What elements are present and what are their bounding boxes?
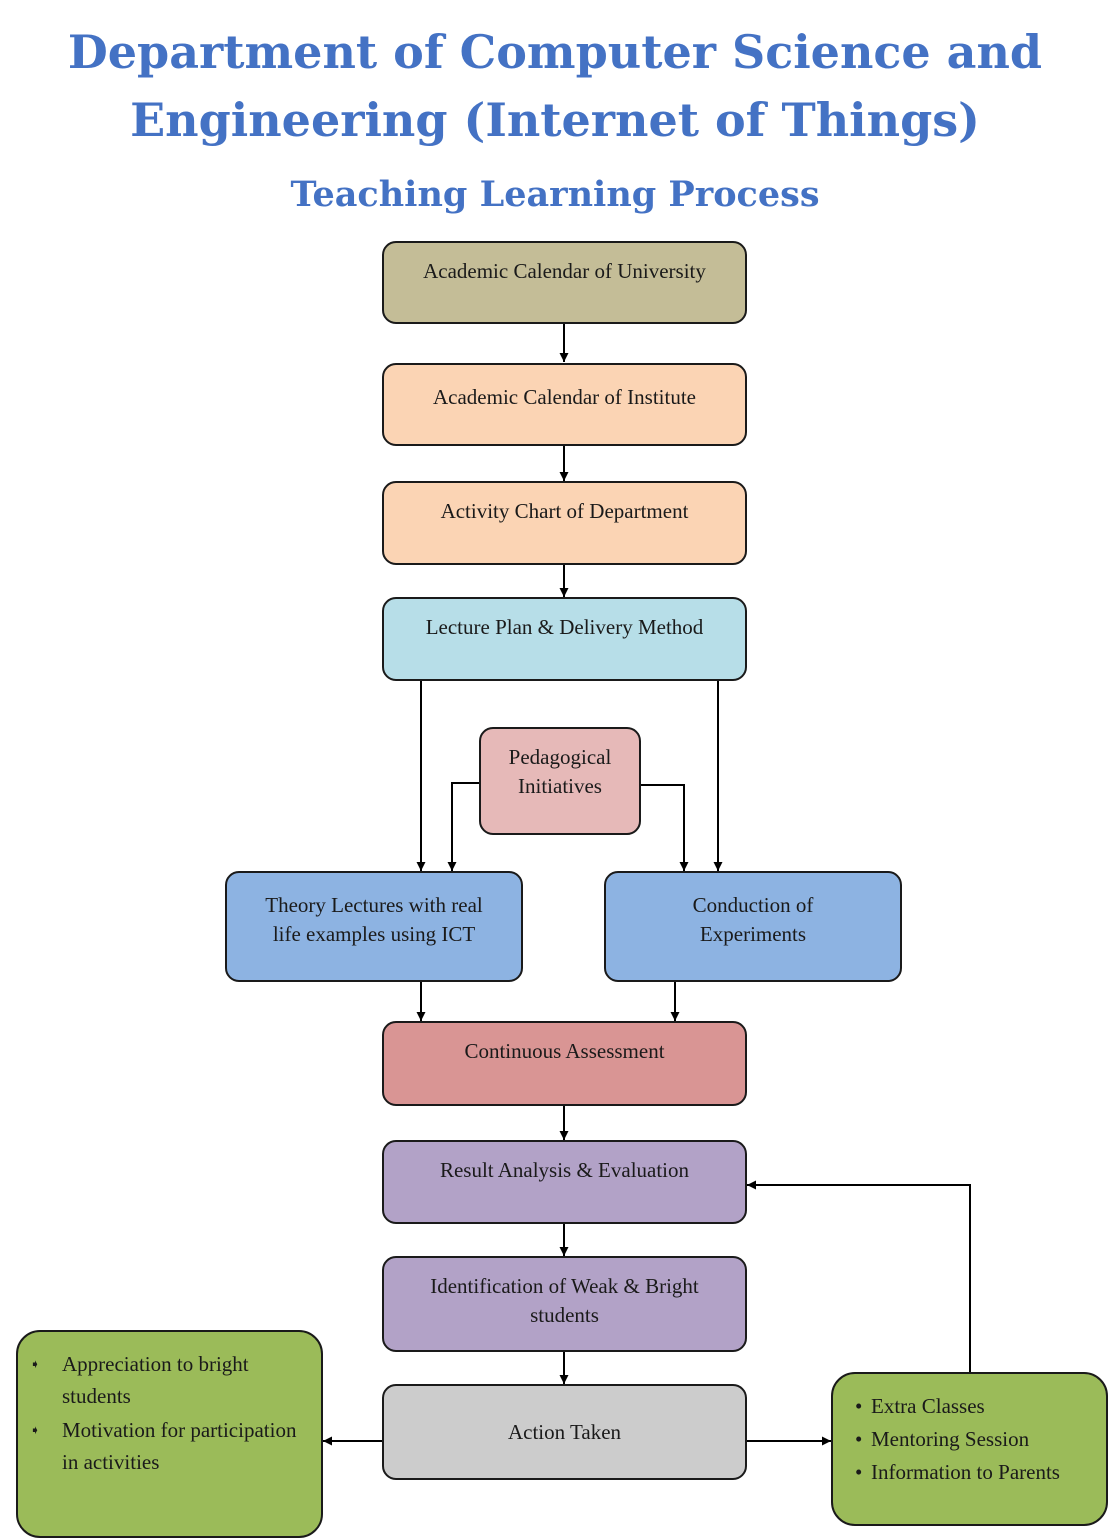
node-label: Academic Calendar of Institute <box>433 385 696 409</box>
page-title-line-2: Engineering (Internet of Things) <box>130 93 980 147</box>
node-institute-calendar: Academic Calendar of Institute <box>382 363 747 446</box>
node-label-line-1: Identification of Weak & Bright <box>430 1274 699 1298</box>
node-label: Action Taken <box>507 1419 622 1444</box>
node-lecture-plan: Lecture Plan & Delivery Method <box>382 597 747 681</box>
arrow-pedagogical-to-theory <box>447 782 480 871</box>
node-label: Continuous Assessment <box>464 1039 665 1063</box>
node-pedagogical-initiatives: Pedagogical Initiatives <box>479 727 641 835</box>
node-label-line-2: life examples using ICT <box>272 922 476 946</box>
arrow-weak-feedback-to-result <box>747 1180 971 1372</box>
weak-actions-list: Extra Classes Mentoring Session Informat… <box>855 1390 1095 1489</box>
node-theory-lectures: Theory Lectures with real life examples … <box>225 871 523 982</box>
node-label-line-2: Initiatives <box>518 774 602 798</box>
node-label: Result Analysis & Evaluation <box>439 1158 690 1182</box>
page-title-line-1: Department of Computer Science and <box>67 25 1043 79</box>
page-subtitle: Teaching Learning Process <box>290 174 820 215</box>
node-action-taken: Action Taken <box>382 1384 747 1480</box>
node-label: Activity Chart of Department <box>440 499 689 523</box>
node-label-line-1: Pedagogical <box>508 745 612 769</box>
node-label: Lecture Plan & Delivery Method <box>425 615 704 639</box>
node-label-line-1: Theory Lectures with real <box>265 893 483 917</box>
node-result-analysis: Result Analysis & Evaluation <box>382 1140 747 1224</box>
node-conduction-of-experiments: Conduction of Experiments <box>604 871 902 982</box>
list-item: Mentoring Session <box>855 1423 1095 1456</box>
list-item: Extra Classes <box>855 1390 1095 1423</box>
list-item: Motivation for participation in activiti… <box>30 1414 310 1478</box>
node-continuous-assessment: Continuous Assessment <box>382 1021 747 1106</box>
list-item: Appreciation to bright students <box>30 1348 310 1412</box>
list-item: Information to Parents <box>855 1456 1095 1489</box>
node-activity-chart: Activity Chart of Department <box>382 481 747 565</box>
node-identification-weak-bright: Identification of Weak & Bright students <box>382 1256 747 1352</box>
node-university-calendar: Academic Calendar of University <box>382 241 747 324</box>
node-label: Academic Calendar of University <box>423 259 706 283</box>
arrow-pedagogical-to-experiments <box>640 784 689 871</box>
node-label-line-2: Experiments <box>699 922 807 946</box>
node-label-line-2: students <box>530 1303 599 1327</box>
bright-actions-list: Appreciation to bright students Motivati… <box>30 1348 310 1480</box>
node-label-line-1: Conduction of <box>692 893 814 917</box>
